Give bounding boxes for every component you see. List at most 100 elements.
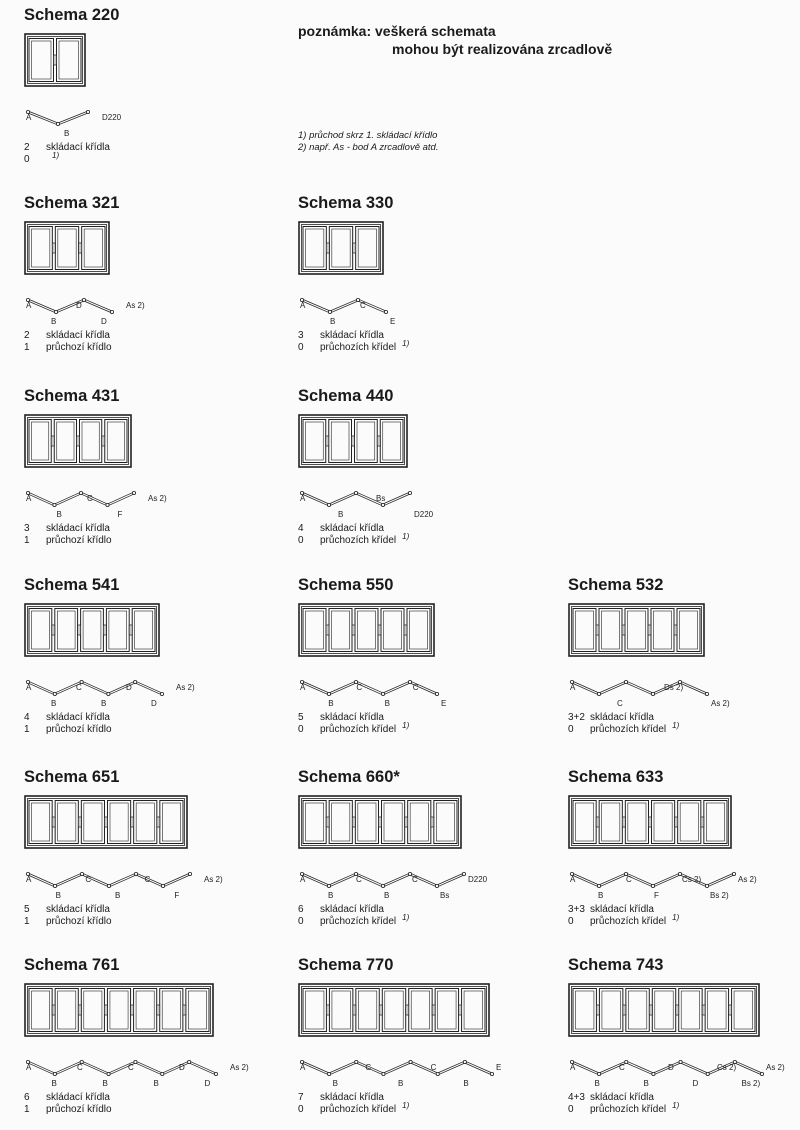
window-panel: [185, 988, 210, 1032]
window-frame-drawing: [24, 221, 110, 275]
window-panel: [159, 800, 184, 844]
footnote-ref: 1): [402, 1101, 410, 1110]
window-panel: [328, 988, 354, 1032]
folding-sash-label: skládací křídla: [590, 904, 654, 915]
note-line-1: poznámka: veškerá schemata: [298, 23, 496, 39]
window-frame-drawing: [24, 603, 160, 657]
pivot-label: B: [338, 510, 343, 519]
pass-sash-count: 1: [24, 724, 30, 735]
pivot-label: C: [85, 875, 91, 884]
pivot-label: A: [570, 1063, 576, 1072]
pivot-label: Ds 2): [664, 683, 683, 692]
window-panel: [407, 800, 432, 844]
footnote-ref: 1): [402, 913, 410, 922]
pivot-label: B: [330, 317, 335, 326]
pivot-label: B: [57, 510, 62, 519]
pivot-label: C: [619, 1063, 625, 1072]
window-frame-drawing: [24, 983, 214, 1037]
folding-sash-label: skládací křídla: [46, 712, 110, 723]
pivot-label: A: [300, 875, 306, 884]
pivot-label: A: [300, 301, 306, 310]
folding-sash-label: skládací křídla: [590, 712, 654, 723]
pass-sash-label: průchozí křídlo: [46, 916, 112, 927]
pivot-label: A: [26, 113, 32, 122]
pass-sash-count: 0: [298, 916, 304, 927]
folding-sash-count: 3+3: [568, 904, 585, 915]
window-frame-drawing: [568, 983, 760, 1037]
pass-sash-label: průchozí křídlo: [46, 535, 112, 546]
window-panel: [731, 988, 756, 1032]
folding-sash-label: skládací křídla: [46, 330, 110, 341]
pivot-label: B: [398, 1079, 403, 1088]
pivot-label: B: [103, 1079, 108, 1088]
pivot-label: A: [570, 875, 576, 884]
window-panel: [54, 226, 80, 270]
pivot-label: D: [205, 1079, 211, 1088]
pivot-label: C: [431, 1063, 437, 1072]
pivot-label: D: [693, 1079, 699, 1088]
pass-sash-label: průchozí křídlo: [46, 342, 112, 353]
window-panel: [598, 800, 623, 844]
window-panel: [53, 419, 77, 463]
pivot-label: C: [617, 699, 623, 708]
pass-sash-count: 0: [298, 342, 304, 353]
folding-sash-count: 3: [298, 330, 304, 341]
footnote-2: 2) např. As - bod A zrcadlově atd.: [298, 142, 439, 153]
pivot-label: D220: [102, 113, 122, 122]
footnote-ref: 1): [672, 721, 680, 730]
folding-sash-count: 6: [298, 904, 304, 915]
pivot-label: A: [26, 1063, 32, 1072]
pivot-label: B: [115, 891, 120, 900]
window-panel: [650, 608, 675, 652]
schema-title: Schema 431: [24, 387, 120, 405]
pivot-label: A: [26, 875, 32, 884]
folding-sash-count: 7: [298, 1092, 304, 1103]
window-panel: [354, 608, 379, 652]
pass-sash-count: 1: [24, 342, 30, 353]
pivot-label: B: [463, 1079, 468, 1088]
pivot-label: A: [26, 683, 32, 692]
pivot-label: C: [412, 875, 418, 884]
pivot-label: F: [174, 891, 179, 900]
window-panel: [133, 800, 158, 844]
window-panel: [54, 800, 79, 844]
folding-sash-count: 6: [24, 1092, 30, 1103]
window-panel: [354, 419, 378, 463]
pivot-label: D: [101, 317, 107, 326]
schema-title: Schema 330: [298, 194, 394, 212]
pivot-label: B: [52, 1079, 57, 1088]
footnotes: 1) průchod skrz 1. skládací křídlo 2) na…: [298, 130, 438, 154]
pass-sash-row: 1 průchozí křídlo: [24, 342, 112, 354]
window-panel: [28, 226, 53, 270]
window-panel: [677, 800, 702, 844]
window-panel: [434, 988, 460, 1032]
window-panel: [328, 226, 354, 270]
window-panel: [461, 988, 486, 1032]
window-panel: [624, 800, 649, 844]
folding-sash-label: skládací křídla: [46, 142, 110, 153]
window-panel: [380, 608, 405, 652]
window-panel: [572, 608, 597, 652]
window-frame-drawing: [24, 414, 132, 468]
footnote-ref: 1): [672, 913, 680, 922]
folding-sash-count: 2: [24, 330, 30, 341]
window-panel: [28, 608, 53, 652]
pivot-label: As 2): [148, 494, 167, 503]
